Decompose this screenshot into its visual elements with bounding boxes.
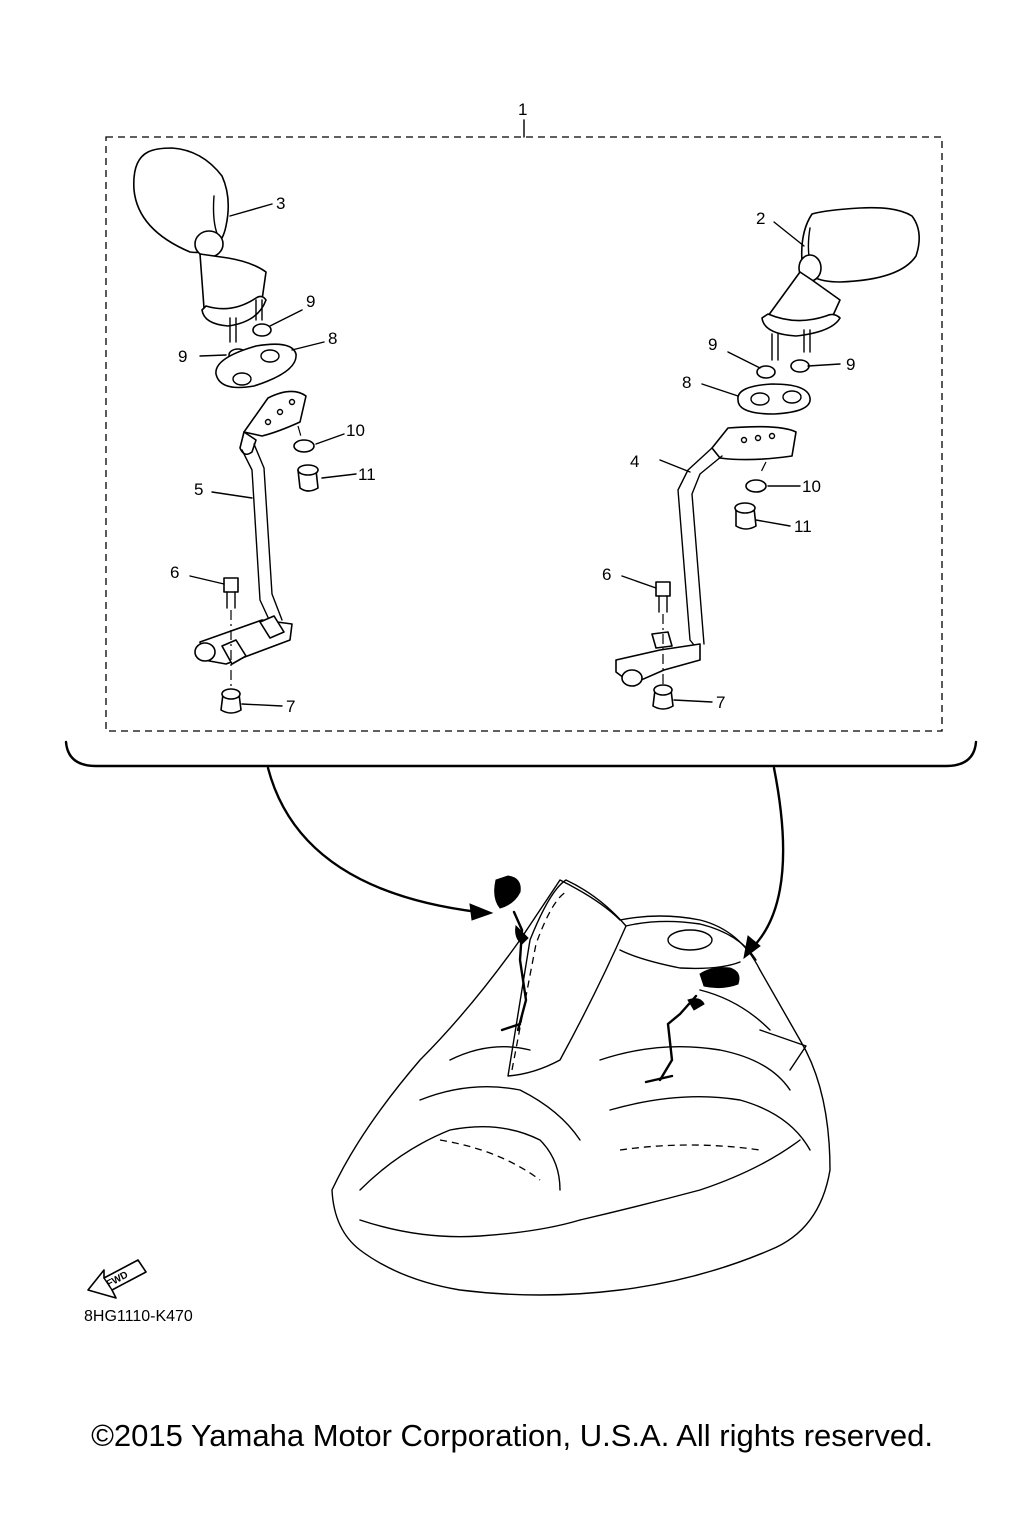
callout-6-right: 6 [602,565,611,584]
callout-11-left: 11 [358,465,376,484]
callout-9-right-a: 9 [708,335,717,354]
drawing-code: 8HG1110-K470 [84,1308,193,1325]
right-mirror-assembly [615,206,920,710]
callout-7-right: 7 [716,693,725,712]
callout-2: 2 [756,209,765,228]
callout-10-right: 10 [802,477,821,496]
arrow-right-to-vehicle [750,766,785,950]
callout-3: 3 [276,194,285,213]
fwd-arrow-icon: FWD [87,1259,147,1299]
callout-10-left: 10 [346,421,365,440]
assembly-brace [64,740,978,768]
callout-6-left: 6 [170,563,179,582]
callout-9-left-b: 9 [178,347,187,366]
arrow-left-to-vehicle [266,766,480,914]
callout-8-left: 8 [328,329,337,348]
callout-7-left: 7 [286,697,295,716]
watercraft-illustration [331,875,831,1296]
assembly-boundary [105,136,943,732]
callout-4: 4 [630,452,639,471]
left-mirror-head [132,147,230,254]
callout-9-left-a: 9 [306,292,315,311]
copyright-notice: ©2015 Yamaha Motor Corporation, U.S.A. A… [91,1418,933,1453]
callout-1: 1 [518,100,527,119]
callout-9-right-b: 9 [846,355,855,374]
callout-5: 5 [194,480,203,499]
callout-11-right: 11 [794,517,812,536]
callout-8-right: 8 [682,373,691,392]
left-mirror-assembly [132,147,319,714]
